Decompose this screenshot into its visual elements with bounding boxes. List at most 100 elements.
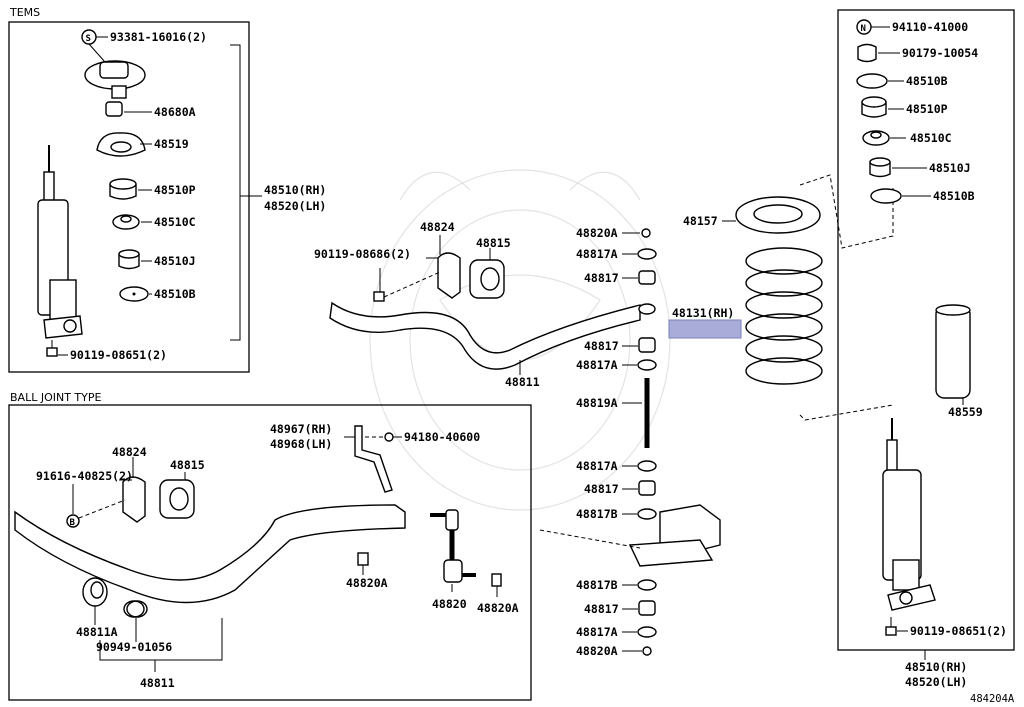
label-48820A-2: 48820A	[576, 644, 618, 658]
label-48817-4: 48817	[584, 602, 619, 616]
stack-parts	[637, 228, 657, 656]
label-48817B-1: 48817B	[576, 507, 618, 521]
label-48967-rh: 48967(RH)	[270, 422, 332, 436]
bolt-90119-left	[46, 340, 58, 357]
label-48815-top: 48815	[476, 236, 511, 250]
part-48510J-right	[869, 157, 891, 178]
label-48817-1: 48817	[584, 271, 619, 285]
label-48820A-bottom-2: 48820A	[477, 601, 519, 615]
part-48680A	[105, 101, 123, 117]
bushing-48815-top	[469, 259, 505, 299]
part-90179-10054	[857, 43, 877, 63]
bushing-48811A	[82, 577, 108, 607]
label-48811A: 48811A	[76, 625, 118, 639]
clamp-90949	[123, 600, 148, 618]
label-48817-2: 48817	[584, 339, 619, 353]
label-48815-bottom: 48815	[170, 458, 205, 472]
label-48510C-left: 48510C	[154, 215, 196, 229]
figure-id: 484204A	[970, 693, 1015, 705]
tems-frame	[8, 21, 250, 373]
lower-arm-bracket	[628, 504, 721, 567]
label-48510C-right: 48510C	[910, 131, 952, 145]
label-48510P-left: 48510P	[154, 183, 196, 197]
label-48680A: 48680A	[154, 105, 196, 119]
nut-48820A-bottom-2	[491, 573, 502, 587]
label-90119-08651-left: 90119-08651(2)	[70, 348, 167, 362]
bushing-bracket-48824-top	[437, 252, 461, 299]
part-48510P-left	[109, 178, 137, 200]
label-90949-01056: 90949-01056	[96, 640, 172, 654]
coil-spring-48131	[745, 247, 823, 385]
label-48820A-1: 48820A	[576, 226, 618, 240]
bolt-90119-08686	[373, 291, 385, 302]
label-48811-bottom: 48811	[140, 676, 175, 690]
part-48510B-left	[119, 286, 149, 302]
ball-joint-frame	[8, 404, 532, 701]
label-90119-08686: 90119-08686(2)	[314, 247, 411, 261]
label-48817A-4: 48817A	[576, 625, 618, 639]
bump-stopper-48559	[935, 304, 971, 399]
label-94110-41000: 94110-41000	[892, 20, 968, 34]
part-48510B-right-1	[856, 73, 888, 89]
section-title-ball-joint: BALL JOINT TYPE	[10, 391, 101, 404]
s-symbol-letter: S	[86, 34, 91, 44]
label-48817-3: 48817	[584, 482, 619, 496]
label-48157: 48157	[683, 214, 718, 228]
label-48824-top: 48824	[420, 220, 455, 234]
part-48519	[96, 132, 146, 157]
label-48519: 48519	[154, 137, 189, 151]
label-48811-top: 48811	[505, 375, 540, 389]
part-48510P-right	[861, 96, 887, 118]
label-48559: 48559	[948, 405, 983, 419]
b-symbol-letter: B	[70, 518, 76, 528]
shock-absorber-left	[37, 145, 83, 339]
label-48820A-bottom-1: 48820A	[346, 576, 388, 590]
label-90179-10054: 90179-10054	[902, 46, 978, 60]
label-48817A-1: 48817A	[576, 247, 618, 261]
bracket-48967	[354, 425, 393, 493]
part-48510B-right-2	[870, 188, 902, 204]
label-48817B-2: 48817B	[576, 578, 618, 592]
stabilizer-bar-bottom	[14, 504, 406, 604]
bushing-48815-bottom	[159, 479, 195, 519]
label-48817A-2: 48817A	[576, 358, 618, 372]
label-48819A: 48819A	[576, 396, 618, 410]
label-48510B-right-1: 48510B	[906, 74, 948, 88]
label-48510-rh-right: 48510(RH)	[905, 660, 967, 674]
label-48824-bottom: 48824	[112, 445, 147, 459]
watermark-emblem	[369, 169, 671, 511]
label-48131-rh: 48131(RH)	[672, 306, 734, 320]
section-title-tems: TEMS	[9, 6, 40, 19]
tems-actuator	[84, 60, 146, 99]
stabilizer-bar-top	[329, 301, 641, 370]
shock-absorber-right	[882, 418, 936, 611]
label-48820: 48820	[432, 597, 467, 611]
highlight-48131	[668, 319, 742, 339]
right-frame	[837, 9, 1015, 651]
label-48817A-3: 48817A	[576, 459, 618, 473]
label-93381-16016: 93381-16016(2)	[110, 30, 207, 44]
part-48510C-left	[112, 214, 140, 230]
label-48510B-right-2: 48510B	[933, 189, 975, 203]
spring-seat-48157	[735, 196, 821, 234]
label-48510J-right: 48510J	[929, 161, 971, 175]
label-48520-lh-right: 48520(LH)	[905, 675, 967, 689]
part-48510J-left	[118, 249, 140, 270]
bolt-90119-right	[885, 617, 897, 636]
label-94180-40600: 94180-40600	[404, 430, 480, 444]
stabilizer-link-48820	[430, 509, 476, 583]
nut-94180	[384, 432, 394, 442]
b-symbol-icon	[66, 514, 80, 528]
label-91616-40825: 91616-40825(2)	[36, 469, 133, 483]
label-90119-08651-right: 90119-08651(2)	[910, 624, 1007, 638]
bushing-bracket-48824-bottom	[122, 476, 146, 523]
label-48510B-left: 48510B	[154, 287, 196, 301]
label-48520-lh-left: 48520(LH)	[264, 199, 326, 213]
part-48510C-right	[862, 130, 890, 146]
label-48510P-right: 48510P	[906, 102, 948, 116]
label-48510-rh-left: 48510(RH)	[264, 183, 326, 197]
n-symbol-letter: N	[861, 24, 866, 34]
label-48510J-left: 48510J	[154, 254, 196, 268]
nut-48820A-bottom-1	[357, 552, 369, 566]
